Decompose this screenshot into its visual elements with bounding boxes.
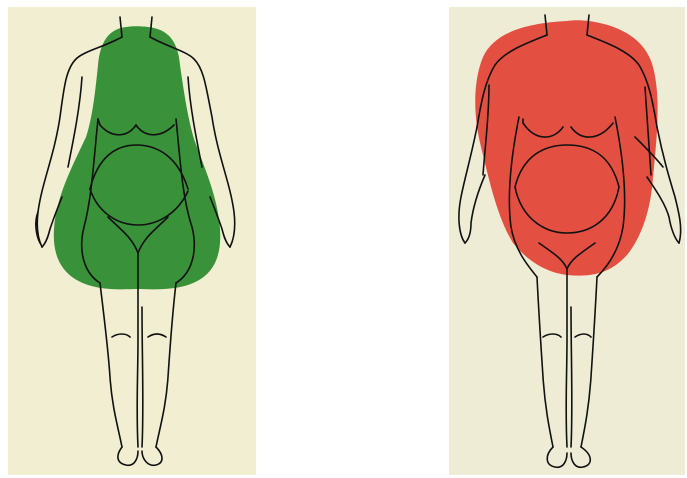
apple-shape-panel <box>449 7 685 475</box>
apple-shape-figure <box>449 7 685 475</box>
pear-shape-panel <box>8 7 256 475</box>
pear-shape-figure <box>8 7 256 475</box>
